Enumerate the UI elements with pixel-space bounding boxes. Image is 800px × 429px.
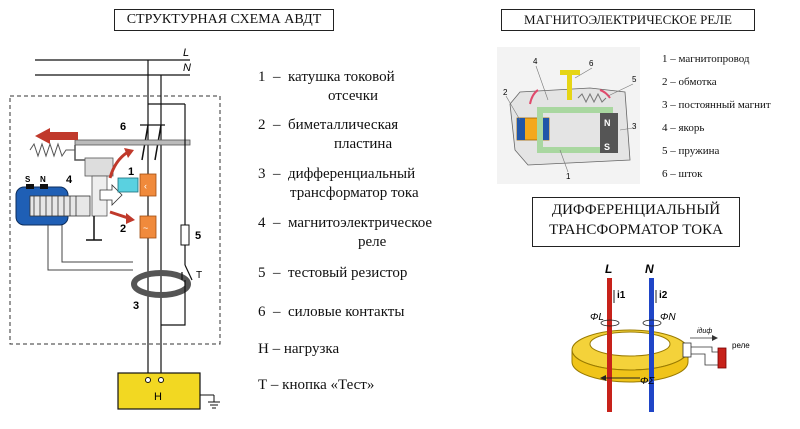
label-H: Н [154,391,162,403]
relay-box [717,347,727,369]
svg-text:3: 3 [632,122,637,131]
conductor-L [607,278,612,412]
trip-arrow [35,128,78,144]
svg-text:6: 6 [589,59,594,68]
current-i2: i2 [659,290,668,301]
legend-item-2: 2 – биметаллическая пластина [258,117,399,152]
legend-item-5: 5 – тестовый резистор [258,265,408,281]
legend-item-H: Н – нагрузка [258,341,340,357]
coil-1 [117,177,139,193]
relay-block-1 [139,173,157,197]
legend-item-T: Т – кнопка «Тест» [258,377,375,393]
diff-transformer-3 [131,270,191,298]
label-5: 5 [195,230,201,242]
relay-magnet-3 [600,113,618,153]
svg-text:5: 5 [632,75,637,84]
relay-legend-1: 1 – магнитопровод [662,53,750,65]
phi-sum-label: ΦΣ [640,376,655,387]
legend-item-3: 3 – дифференциальный трансформатор тока [258,166,419,201]
transformer-title: ДИФФЕРЕНЦИАЛЬНЫЙ ТРАНСФОРМАТОР ТОКА [532,197,740,247]
label-4: 4 [66,174,73,186]
relay-spring-5 [577,92,607,104]
svg-text:S: S [604,142,610,152]
label-2: 2 [120,223,126,235]
relay-legend-3: 3 – постоянный магнит [662,99,771,111]
label-Nmag: N [40,175,46,184]
relay-legend-5: 5 – пружина [662,145,720,157]
relay-block-2 [139,215,157,239]
legend-item-6: 6 – силовые контакты [258,304,405,320]
svg-text:~: ~ [143,223,148,233]
flux-N: ΦN [660,312,676,323]
label-N: N [183,62,191,74]
trans-label-N: N [645,262,654,276]
label-L: L [183,47,189,59]
svg-text:4: 4 [533,57,538,66]
device-enclosure [9,95,221,345]
relay-legend-4: 4 – якорь [662,122,705,134]
svg-text:2: 2 [503,88,508,97]
relay-rod-6 [567,70,572,100]
legend-item-1: 1 – катушка токовой отсечки [258,69,395,104]
svg-text:1: 1 [566,172,571,181]
relay-legend-6: 6 – шток [662,168,703,180]
label-1: 1 [128,166,134,178]
svg-text:N: N [604,118,611,128]
trans-label-L: L [605,262,612,276]
label-3: 3 [133,300,139,312]
svg-text:‹: ‹ [144,181,147,191]
schematic-title: СТРУКТУРНАЯ СХЕМА АВДТ [114,9,334,31]
flux-L: ΦL [590,312,604,323]
relay-title: МАГНИТОЭЛЕКТРИЧЕСКОЕ РЕЛЕ [501,9,755,31]
label-T: T [196,270,202,281]
current-i1: i1 [617,290,626,301]
label-6: 6 [120,121,126,133]
label-S: S [25,175,31,184]
diff-current-label: iдиф [697,327,712,335]
legend-item-4: 4 – магнитоэлектрическое реле [258,215,433,250]
test-button-T [184,264,193,281]
conductor-N [649,278,654,412]
relay-label: реле [732,341,750,350]
relay-legend-2: 2 – обмотка [662,76,717,88]
mechanism-bar [74,139,191,146]
